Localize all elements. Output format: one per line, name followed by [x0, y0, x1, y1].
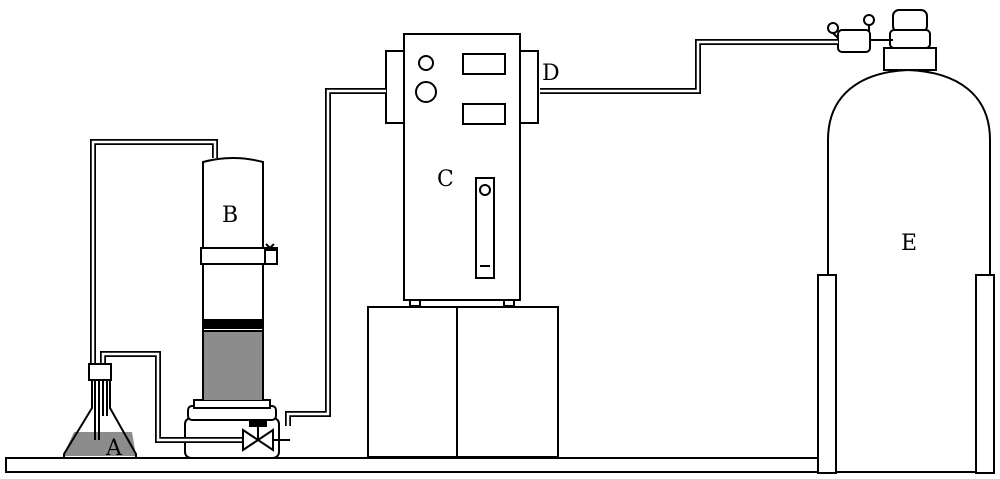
column-b — [184, 157, 280, 459]
label-d: D — [542, 61, 560, 86]
valve-icon — [242, 420, 290, 452]
knob-icon — [418, 55, 434, 71]
knob-icon — [415, 81, 437, 103]
label-c: C — [437, 167, 454, 192]
label-b: B — [222, 203, 238, 228]
flask-a — [63, 363, 137, 459]
gas-tube-e-to-d — [540, 39, 838, 94]
gas-cylinder — [817, 9, 995, 474]
cabinet — [367, 306, 559, 458]
label-a: A — [105, 436, 123, 461]
label-e: E — [901, 231, 917, 256]
flowmeter — [475, 177, 495, 279]
gas-tube-b-to-a — [90, 139, 218, 375]
instrument-c — [385, 33, 539, 307]
